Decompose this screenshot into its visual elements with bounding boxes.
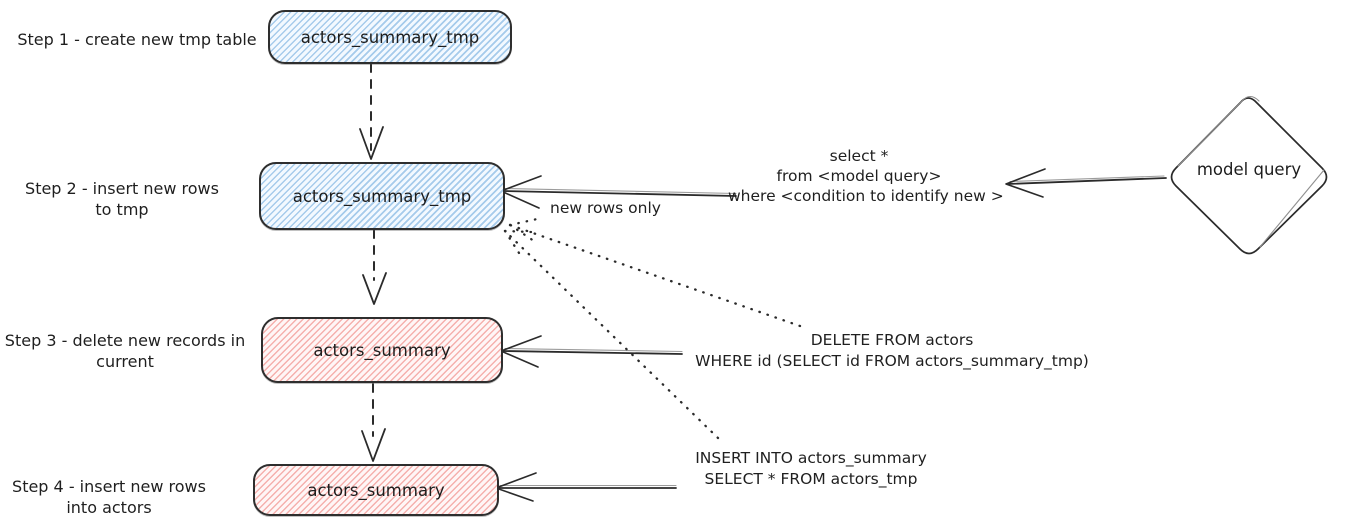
box-actors-summary-step4: actors_summary [253, 464, 499, 516]
delete-sql-line: DELETE FROM actors [810, 331, 974, 349]
step3-label-line: Step 3 - delete new records in [4, 331, 246, 350]
step1-label-line: Step 1 - create new tmp table [17, 30, 257, 49]
step2-label-line: to tmp [95, 200, 149, 219]
new-rows-only-label: new rows only [550, 199, 661, 217]
select-query-line: from <model query> [776, 167, 942, 185]
delete-sql-line: WHERE id (SELECT id FROM actors_summary_… [695, 352, 1089, 370]
box-actors-summary-step3: actors_summary [261, 317, 503, 383]
insert-sql-text: INSERT INTO actors_summary SELECT * FROM… [680, 448, 942, 490]
select-query-line: select * [829, 147, 889, 165]
arrow-step2-to-step3 [362, 229, 387, 305]
select-query-line: where <condition to identify new > [728, 187, 1004, 205]
arrow-deletesql-to-summary-box [500, 335, 683, 368]
dotted-link-deletesql-to-tmp-box [508, 217, 802, 328]
arrow-insertsql-to-summary-box [495, 472, 677, 502]
step4-label: Step 4 - insert new rows into actors [8, 476, 210, 518]
step3-label-line: current [96, 352, 154, 371]
step1-label: Step 1 - create new tmp table [10, 29, 264, 50]
box-label: actors_summary_tmp [292, 186, 472, 206]
arrow-step3-to-step4 [361, 383, 386, 462]
insert-sql-line: SELECT * FROM actors_tmp [704, 470, 918, 488]
box-label: actors_summary_tmp [300, 27, 480, 47]
insert-sql-line: INSERT INTO actors_summary [695, 449, 927, 467]
arrow-modelquery-to-selecttext [1005, 168, 1167, 198]
step2-label-line: Step 2 - insert new rows [25, 179, 219, 198]
step3-label: Step 3 - delete new records in current [4, 330, 246, 372]
model-query-label: model query [1196, 160, 1302, 179]
box-label: actors_summary [307, 480, 445, 500]
box-label: actors_summary [313, 340, 451, 360]
arrow-step1-to-step2 [359, 63, 384, 160]
select-query-text: select * from <model query> where <condi… [728, 146, 1004, 206]
delete-sql-text: DELETE FROM actors WHERE id (SELECT id F… [672, 330, 1112, 372]
box-actors-summary-tmp-step1: actors_summary_tmp [268, 10, 512, 64]
step2-label: Step 2 - insert new rows to tmp [16, 178, 228, 220]
step4-label-line: into actors [66, 498, 152, 517]
step4-label-line: Step 4 - insert new rows [12, 477, 206, 496]
box-actors-summary-tmp-step2: actors_summary_tmp [259, 162, 505, 230]
